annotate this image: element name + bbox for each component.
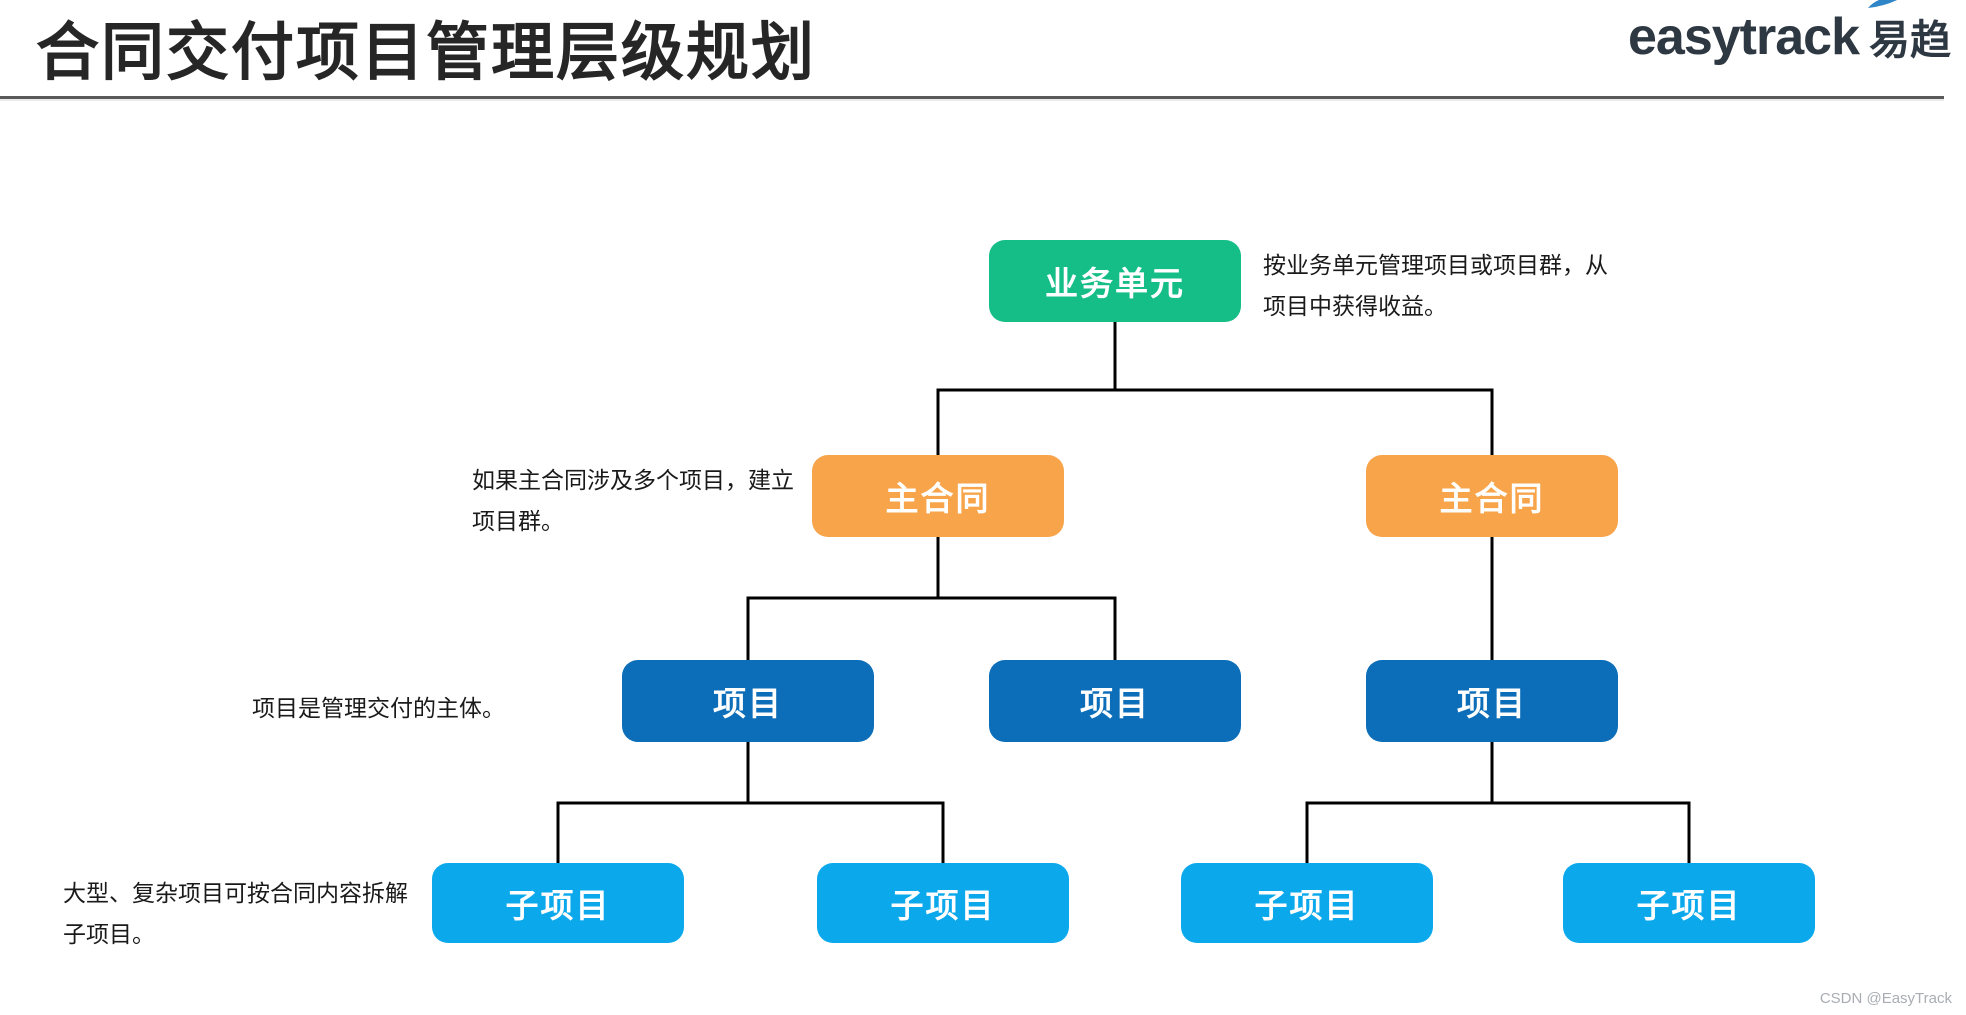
node-main-contract-2: 主合同	[1366, 455, 1618, 537]
page-title: 合同交付项目管理层级规划	[36, 18, 816, 88]
easytrack-logo: easytrack 易趋	[1628, 0, 1951, 67]
annotation-line: 按业务单元管理项目或项目群，从	[1263, 252, 1608, 278]
annotation-line: 大型、复杂项目可按合同内容拆解	[63, 880, 408, 906]
node-project-1: 项目	[622, 660, 874, 742]
node-subproject-1: 子项目	[432, 863, 684, 943]
logo-text-en: easytrack	[1628, 8, 1860, 66]
watermark: CSDN @EasyTrack	[1819, 990, 1952, 1007]
node-business-unit: 业务单元	[989, 240, 1241, 322]
annotation-subproject: 大型、复杂项目可按合同内容拆解 子项目。	[63, 873, 408, 955]
node-subproject-2: 子项目	[817, 863, 1069, 943]
logo-text-cn: 易趋	[1869, 17, 1951, 63]
node-subproject-3: 子项目	[1181, 863, 1433, 943]
annotation-line: 子项目。	[63, 921, 155, 947]
header-divider	[0, 96, 1944, 99]
annotation-line: 项目群。	[472, 508, 564, 534]
annotation-line: 如果主合同涉及多个项目，建立	[472, 467, 794, 493]
node-subproject-4: 子项目	[1563, 863, 1815, 943]
node-main-contract-1: 主合同	[812, 455, 1064, 537]
annotation-line: 项目是管理交付的主体。	[252, 695, 505, 721]
annotation-line: 项目中获得收益。	[1263, 293, 1447, 319]
annotation-business-unit: 按业务单元管理项目或项目群，从 项目中获得收益。	[1263, 245, 1608, 327]
node-project-3: 项目	[1366, 660, 1618, 742]
annotation-main-contract: 如果主合同涉及多个项目，建立 项目群。	[472, 460, 794, 542]
node-project-2: 项目	[989, 660, 1241, 742]
logo-swoosh-icon	[1868, 0, 1898, 8]
annotation-project: 项目是管理交付的主体。	[252, 688, 505, 729]
